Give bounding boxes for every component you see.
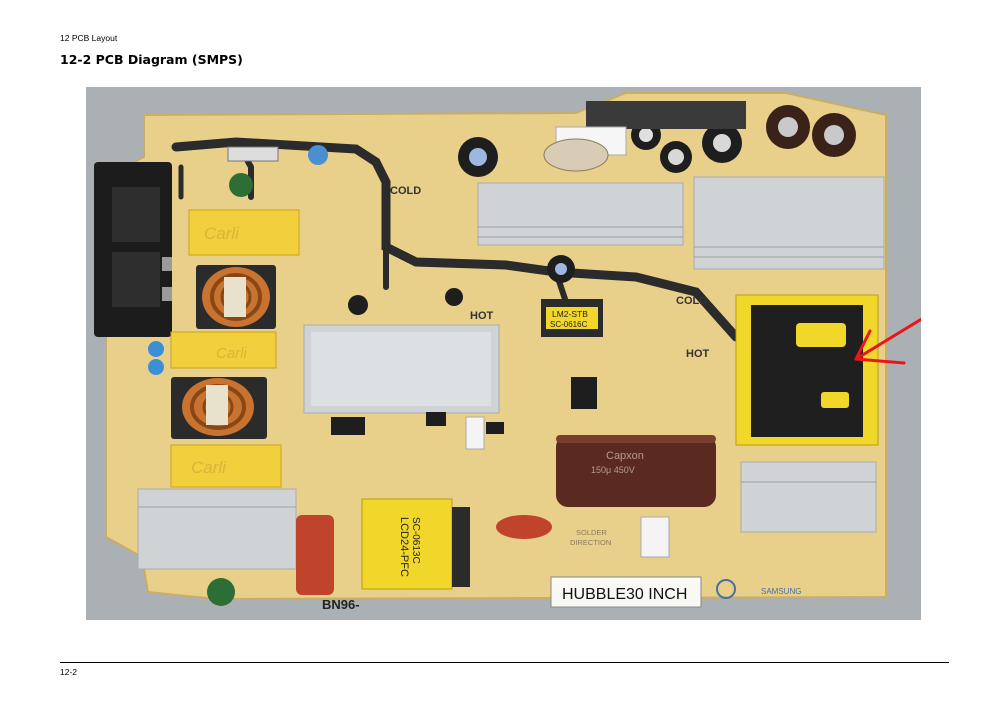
y-capacitor-1 bbox=[229, 173, 253, 197]
page-number: 12-2 bbox=[60, 667, 78, 677]
filter-brand-label-2: Carli bbox=[216, 345, 248, 362]
transformer-pfc-label-1: LCD24-PFC bbox=[398, 517, 410, 577]
bulk-capacitor: Capxon 150μ 450V bbox=[556, 435, 716, 507]
transformer-pfc: LCD24-PFC SC-0613C bbox=[361, 498, 470, 590]
hot-label-1: HOT bbox=[470, 310, 494, 322]
model-label-text: HUBBLE30 INCH bbox=[562, 586, 687, 603]
transformer-pfc-label-2: SC-0613C bbox=[410, 517, 421, 564]
wire-harness bbox=[543, 101, 746, 172]
hot-label-2: HOT bbox=[686, 348, 710, 360]
transformer-standby: LM2-STB SC-0616C bbox=[541, 299, 603, 337]
transformer-standby-label-1: LM2-STB bbox=[552, 309, 588, 319]
resistor-large bbox=[496, 515, 552, 539]
samsung-logo-text: SAMSUNG bbox=[761, 587, 801, 596]
x-capacitor-2: Carli bbox=[170, 331, 277, 369]
white-resistor-2 bbox=[465, 416, 485, 450]
y-capacitor-4 bbox=[148, 359, 164, 375]
cold-label-2: COLD bbox=[676, 295, 707, 307]
film-capacitor bbox=[296, 515, 334, 595]
samsung-logo: SAMSUNG bbox=[716, 579, 801, 599]
section-title: 12-2 PCB Diagram (SMPS) bbox=[60, 52, 243, 67]
common-mode-choke-1 bbox=[196, 265, 276, 329]
capacitor-brand-label: Capxon bbox=[606, 450, 644, 462]
x-capacitor-1: Carli bbox=[188, 209, 300, 256]
filter-brand-label-3: Carli bbox=[191, 458, 227, 477]
solder-direction-label-2: DIRECTION bbox=[570, 538, 611, 547]
green-cap-bottom bbox=[207, 578, 235, 606]
main-transformer bbox=[735, 294, 879, 446]
ac-inlet bbox=[94, 162, 172, 337]
transformer-standby-label-2: SC-0616C bbox=[550, 320, 588, 329]
cold-label-1: COLD bbox=[390, 185, 421, 197]
footer-rule bbox=[60, 662, 949, 663]
part-number-label: BN96- bbox=[322, 597, 360, 612]
heatsink-center bbox=[303, 324, 500, 414]
x-capacitor-3: Carli bbox=[170, 444, 282, 488]
heatsink-top-left bbox=[477, 182, 684, 246]
fuse bbox=[227, 146, 279, 162]
ics bbox=[331, 377, 597, 435]
heatsink-top-right bbox=[693, 176, 885, 270]
pcb-photo: Carli Carli Carli bbox=[86, 87, 921, 620]
electrolytic-caps-top bbox=[348, 105, 856, 315]
y-capacitor-3 bbox=[148, 341, 164, 357]
capacitor-rating-label: 150μ 450V bbox=[591, 465, 635, 475]
heatsink-bottom-left bbox=[137, 488, 297, 570]
filter-brand-label-1: Carli bbox=[204, 224, 240, 243]
common-mode-choke-2 bbox=[171, 377, 267, 439]
white-resistor bbox=[640, 516, 670, 558]
solder-direction-label-1: SOLDER bbox=[576, 528, 607, 537]
model-label: HUBBLE30 INCH bbox=[550, 576, 702, 608]
heatsink-bottom-right bbox=[740, 461, 877, 533]
annotation-arrow-icon bbox=[854, 317, 921, 365]
y-capacitor-2 bbox=[308, 145, 328, 165]
running-head: 12 PCB Layout bbox=[60, 33, 118, 43]
